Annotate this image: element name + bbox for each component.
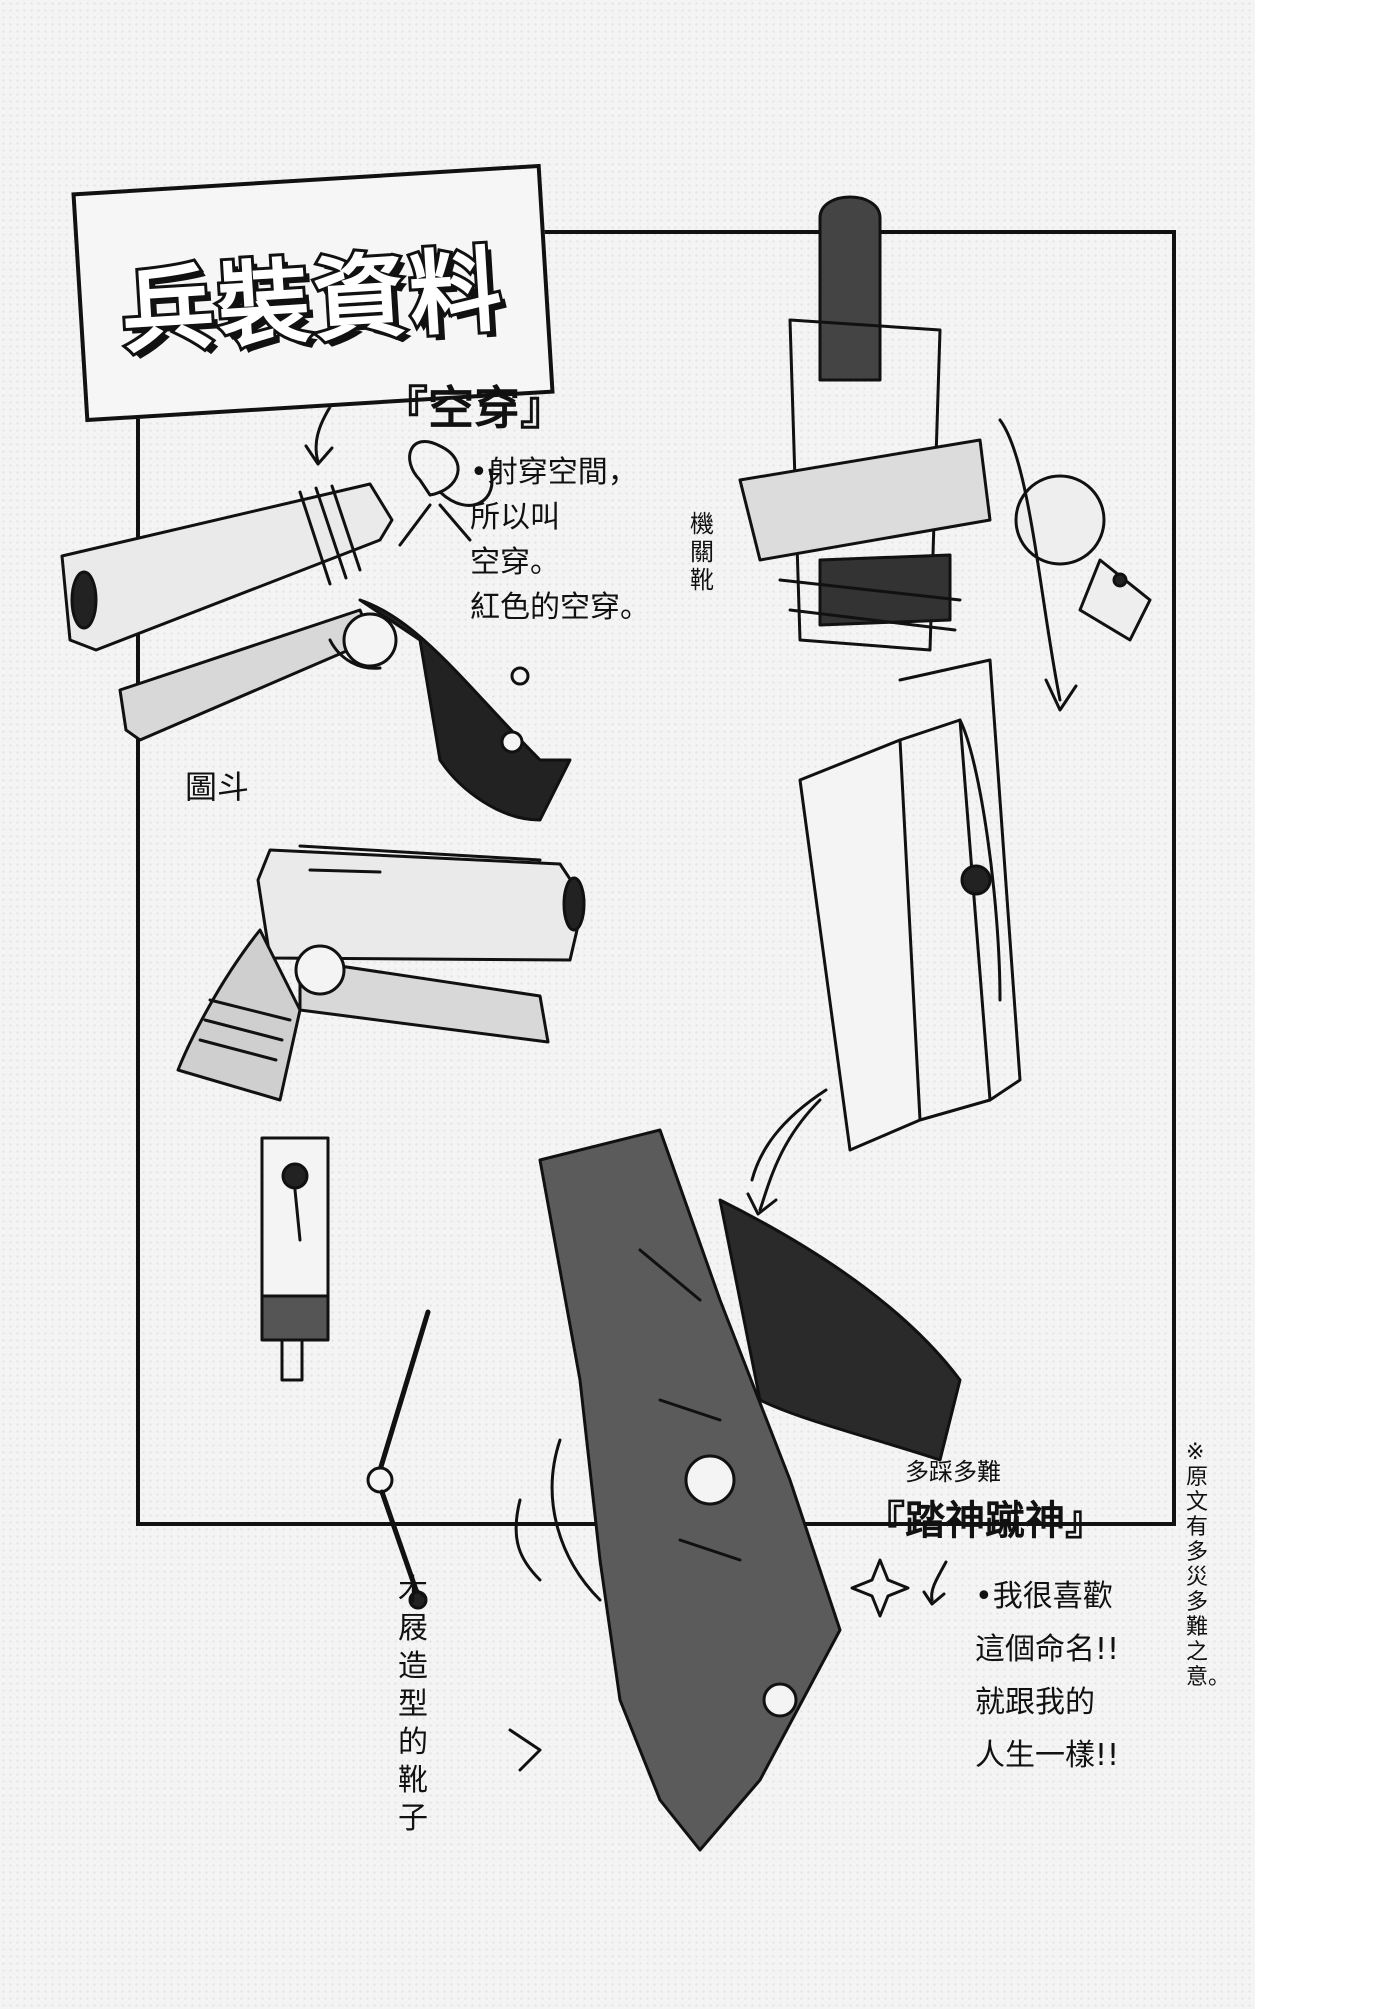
mechanical-boot-sketch	[738, 195, 1152, 712]
page-margin	[1255, 0, 1400, 2009]
sketch-artwork	[60, 195, 1152, 1852]
weapon-name-kongchuan: 『空穿』	[382, 381, 566, 435]
sparkle-mark	[850, 1558, 910, 1618]
boot-block-sketch	[746, 658, 1022, 1216]
weapon-name-tashen: 『踏神蹴神』	[865, 1498, 1105, 1544]
label-mechanical-boot: 機關靴	[690, 510, 714, 594]
weapon-note-tashen: •我很喜歡 這個命名!! 就跟我的 人生一樣!!	[975, 1579, 1120, 1773]
label-clog-boot: 木屐造型的靴子	[398, 1573, 428, 1836]
wand-sketch	[366, 1309, 431, 1610]
small-device-sketch	[260, 1136, 330, 1382]
weapon-subtitle-tashen: 多踩多難	[905, 1458, 1001, 1486]
translator-footnote: ※原文有多災多難之意。	[1186, 1440, 1231, 1690]
clog-boot-sketch	[508, 1128, 962, 1852]
weapon-note-kongchuan: •射穿空間， 所以叫 空穿。 紅色的空穿。	[470, 455, 650, 625]
page-title: 兵裝資料	[116, 233, 512, 369]
pistol-sketch-back	[176, 844, 586, 1102]
pistol-sketch-front	[60, 482, 572, 822]
label-figure: 圖斗	[185, 768, 250, 806]
